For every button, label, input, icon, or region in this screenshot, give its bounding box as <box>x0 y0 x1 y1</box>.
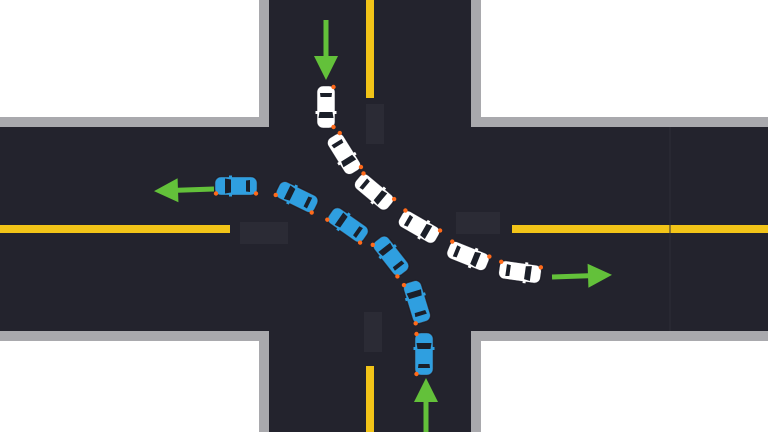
car-icon <box>326 130 364 176</box>
stop-mark-west <box>240 222 288 244</box>
lane-line-east <box>512 225 768 233</box>
car-icon <box>213 175 259 197</box>
stop-mark-south <box>364 312 382 352</box>
arrow-right-icon <box>551 263 612 288</box>
car-icon <box>370 235 410 279</box>
white-car-5 <box>445 239 492 272</box>
car-icon <box>413 331 435 377</box>
car-icon <box>315 84 337 130</box>
stop-mark-east <box>456 212 500 234</box>
white-car-3 <box>353 171 397 211</box>
arrow-down-icon <box>314 20 338 80</box>
stop-mark-north <box>366 104 384 144</box>
car-icon <box>325 206 370 245</box>
arrows <box>154 20 612 432</box>
white-car-4 <box>397 208 443 245</box>
blue-car-1 <box>213 175 259 197</box>
white-car-1 <box>315 84 337 130</box>
blue-car-2 <box>273 180 319 215</box>
arrow-up-icon <box>414 378 438 432</box>
lane-line-south <box>366 366 374 432</box>
blue-car-6 <box>413 331 435 377</box>
car-icon <box>397 208 443 245</box>
car-icon <box>353 171 397 211</box>
lane-line-west <box>0 225 230 233</box>
stop-marks <box>240 104 500 352</box>
car-icon <box>497 259 544 285</box>
car-icon <box>401 279 432 326</box>
blue-car-4 <box>370 235 410 279</box>
white-car-2 <box>326 130 364 176</box>
arrow-left-icon <box>154 178 215 203</box>
vehicles <box>213 84 544 377</box>
lane-line-north <box>366 0 374 98</box>
white-car-6 <box>497 259 544 285</box>
blue-car-5 <box>401 279 432 326</box>
car-icon <box>445 239 492 272</box>
blue-car-3 <box>325 206 370 245</box>
car-icon <box>273 180 319 215</box>
